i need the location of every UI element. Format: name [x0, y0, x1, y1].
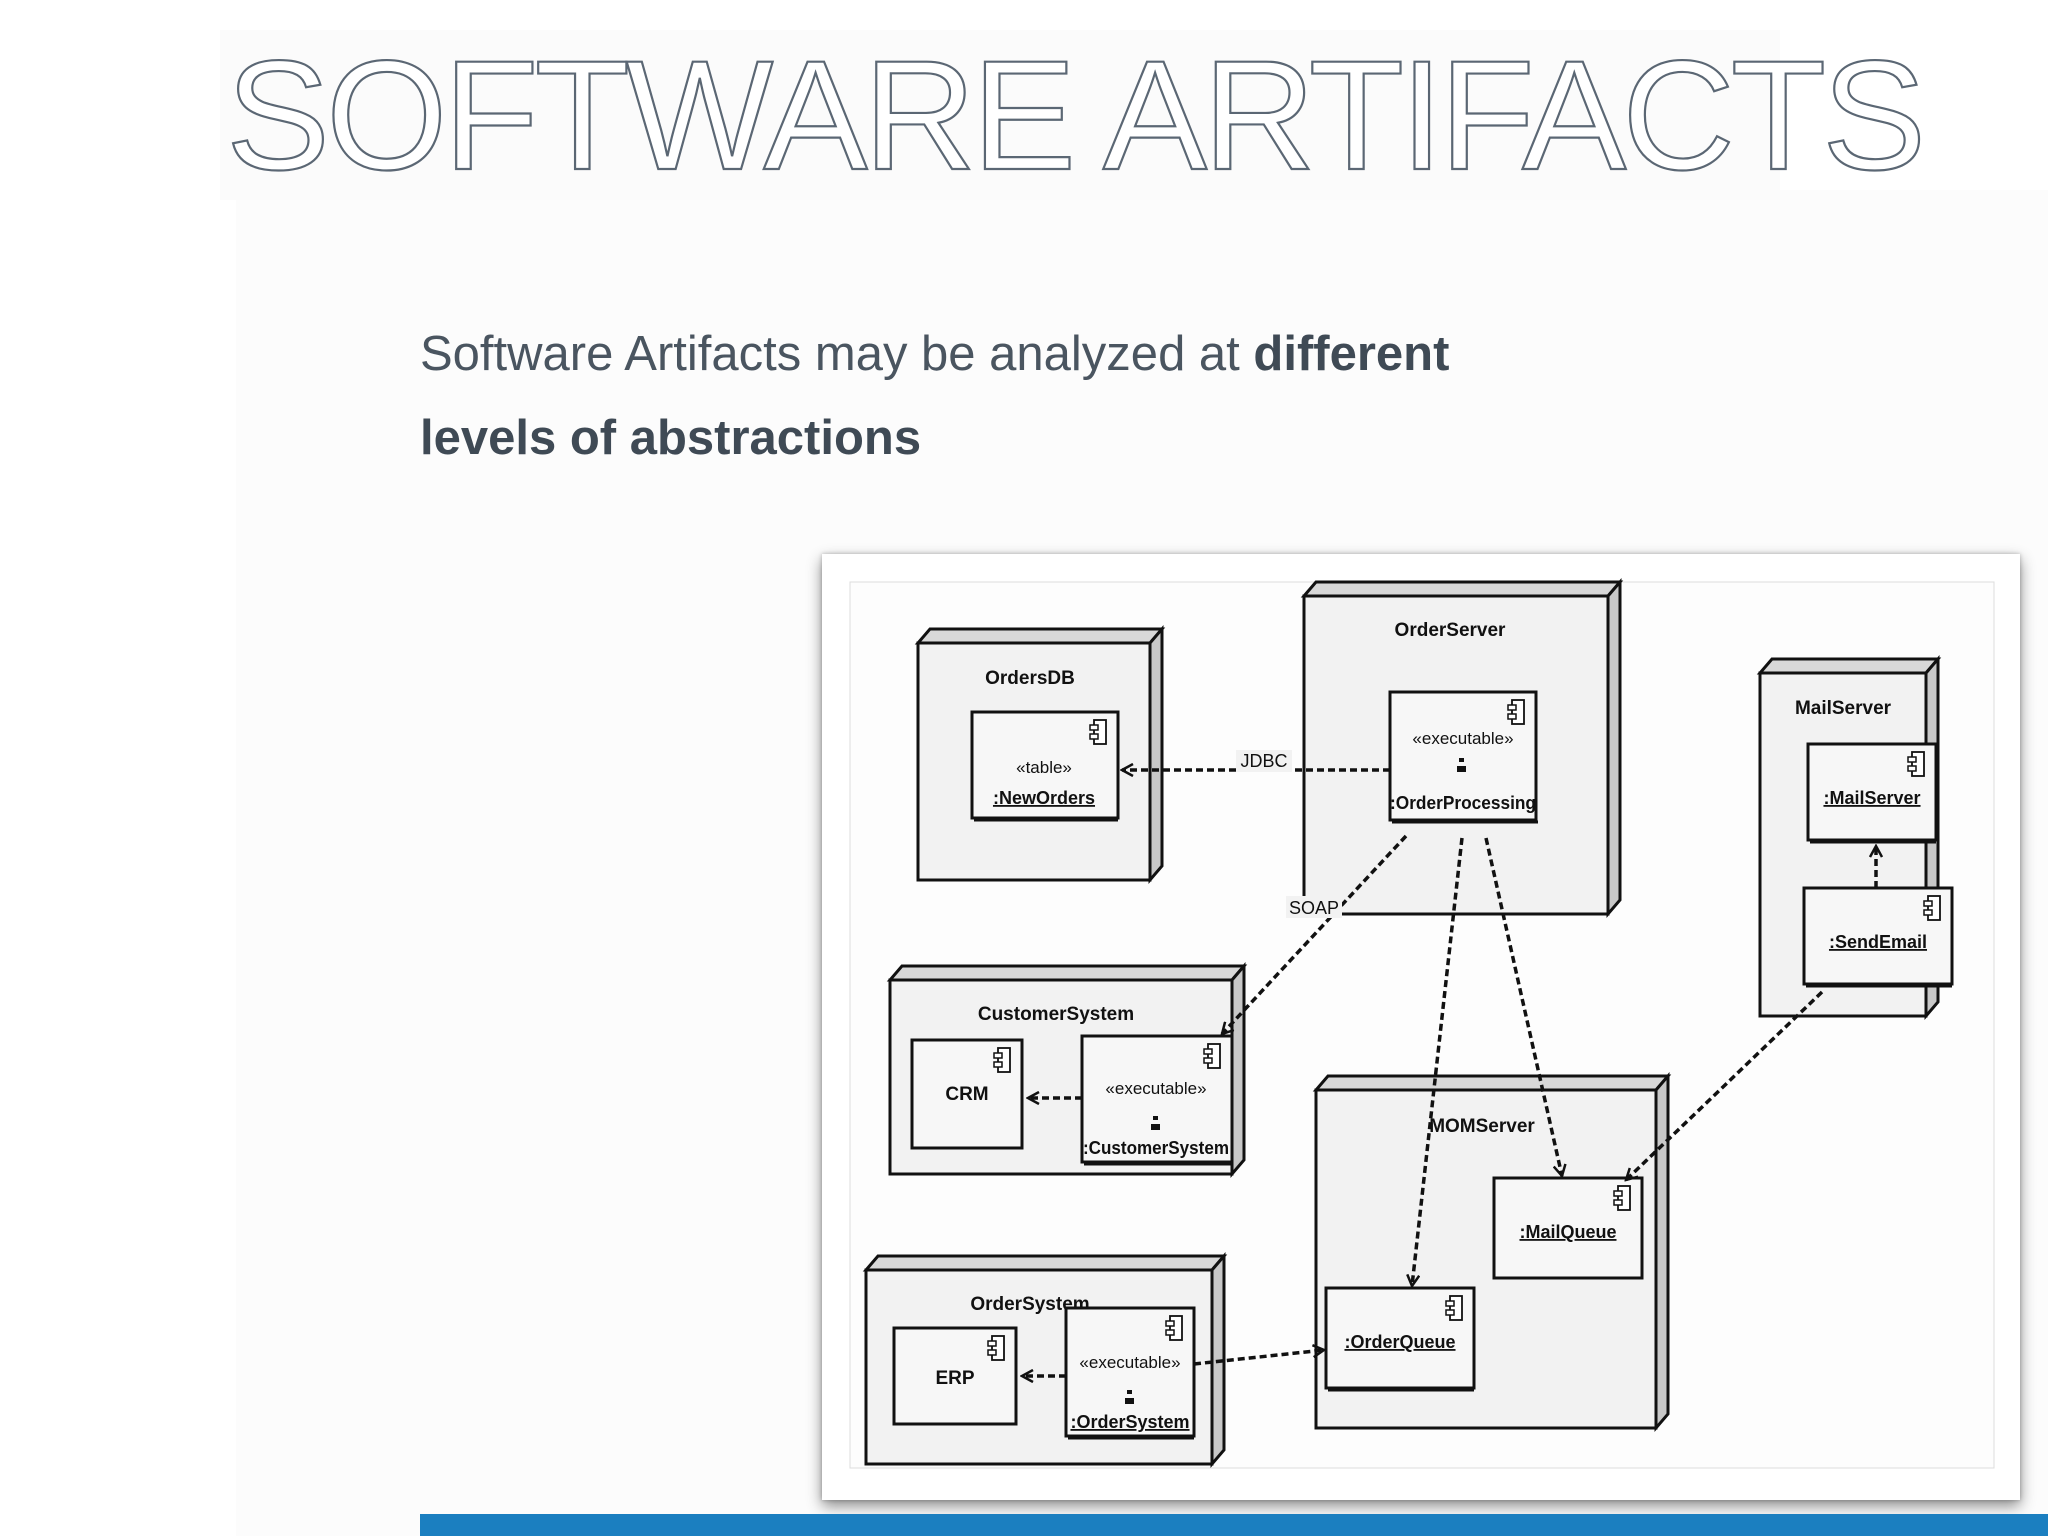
arrow-soap [1222, 834, 1408, 1034]
jdbc-label: JDBC [1240, 751, 1287, 771]
node-momserver-label: MOMServer [1429, 1116, 1535, 1137]
artifact-icon [1151, 1116, 1160, 1130]
component-orderqueue: :OrderQueue [1324, 1286, 1476, 1392]
arrow-orderqueue [1412, 837, 1464, 1286]
slide-body-text: Software Artifacts may be analyzed at di… [420, 312, 1560, 480]
component-icon [993, 1047, 1011, 1073]
component-mailserver: :MailServer [1806, 742, 1938, 844]
artifact-icon [1457, 758, 1466, 772]
mailserver-component-label: :MailServer [1823, 788, 1920, 808]
erp-label: ERP [935, 1368, 974, 1389]
component-icon [1507, 699, 1525, 725]
dependency-arrows [1022, 770, 1876, 1376]
body-text-bold: different levels of abstractions [420, 327, 1450, 465]
component-icon [1203, 1043, 1221, 1069]
component-erp: ERP [892, 1326, 1018, 1426]
component-ordersystem: «executable» :OrderSystem [1064, 1306, 1196, 1440]
component-icon [987, 1335, 1005, 1361]
slide-title: SOFTWARE ARTIFACTS [225, 29, 1927, 203]
mailqueue-label: :MailQueue [1519, 1222, 1616, 1242]
component-icon [1613, 1185, 1631, 1211]
component-crm: CRM [910, 1038, 1024, 1150]
node-orderserver-label: OrderServer [1395, 620, 1507, 641]
ordersystem-stereotype: «executable» [1079, 1353, 1180, 1372]
jdbc-label-bg [1236, 750, 1292, 772]
component-neworders: «table» :NewOrders [970, 710, 1120, 822]
node-ordersdb-label: OrdersDB [985, 668, 1075, 689]
bottom-accent-bar [420, 1514, 2048, 1536]
node-customersystem-label: CustomerSystem [978, 1004, 1134, 1025]
component-icon [1923, 895, 1941, 921]
neworders-label: :NewOrders [993, 788, 1095, 808]
artifact-icon [1125, 1390, 1134, 1404]
deployment-diagram-card: OrdersDB «table» :NewOrders OrderServer … [822, 554, 2020, 1500]
component-customersystem: «executable» :CustomerSystem [1080, 1034, 1234, 1166]
customersystem-component-label: :CustomerSystem [1083, 1138, 1229, 1158]
crm-label: CRM [945, 1084, 988, 1105]
soap-label-bg [1286, 896, 1342, 918]
neworders-stereotype: «table» [1016, 758, 1072, 777]
orderprocessing-label: :OrderProcessing [1390, 793, 1536, 813]
soap-label: SOAP [1289, 898, 1339, 918]
deployment-diagram: OrdersDB «table» :NewOrders OrderServer … [849, 577, 1995, 1469]
arrow-mailqueue [1484, 837, 1562, 1176]
node-orderserver: OrderServer [1300, 577, 1624, 919]
component-orderprocessing: «executable» :OrderProcessing [1388, 690, 1538, 824]
component-icon [1445, 1295, 1463, 1321]
customersystem-stereotype: «executable» [1105, 1079, 1206, 1098]
component-mailqueue: :MailQueue [1492, 1176, 1644, 1280]
body-text-regular: Software Artifacts may be analyzed at [420, 327, 1254, 381]
title-band [220, 30, 1780, 200]
component-sendemail: :SendEmail [1802, 886, 1954, 988]
orderprocessing-stereotype: «executable» [1412, 729, 1513, 748]
component-icon [1165, 1315, 1183, 1341]
left-margin-band [0, 0, 236, 1536]
orderqueue-label: :OrderQueue [1344, 1332, 1455, 1352]
component-icon [1907, 751, 1925, 777]
sendemail-label: :SendEmail [1829, 932, 1927, 952]
arrow-sendemail-mailqueue [1626, 990, 1824, 1180]
node-ordersystem-label: OrderSystem [970, 1294, 1089, 1315]
component-icon [1089, 719, 1107, 745]
node-mailserver-label: MailServer [1795, 698, 1892, 719]
ordersystem-component-label: :OrderSystem [1070, 1412, 1189, 1432]
node-momserver: MOMServer [1312, 1071, 1672, 1433]
